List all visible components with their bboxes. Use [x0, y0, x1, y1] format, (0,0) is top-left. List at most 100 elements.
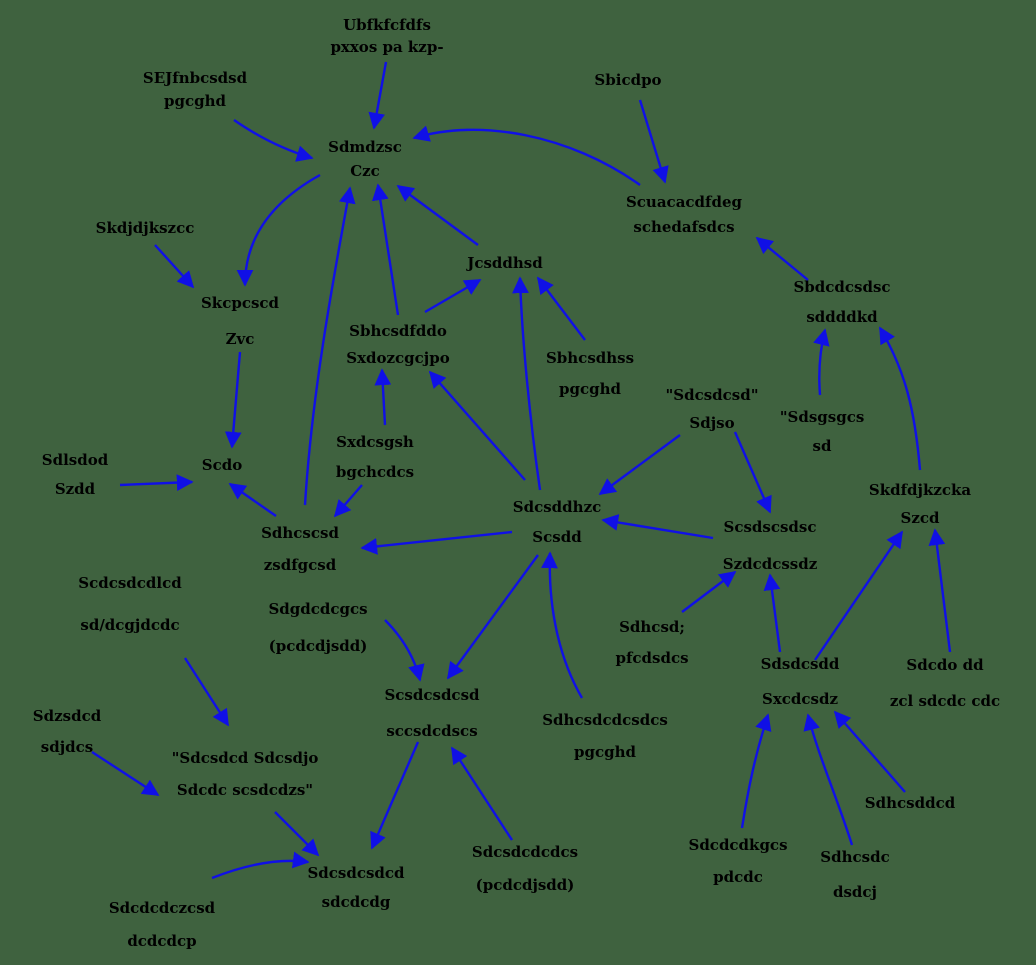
node-n22-line1: Sdsdcsdd — [761, 655, 840, 673]
node-n33-line2: dcdcdcp — [127, 932, 196, 950]
arrow-edge — [450, 746, 514, 841]
node-n25-line2: sccsdcdscs — [386, 722, 477, 740]
node-n05-line2: schedafsdcs — [633, 218, 734, 236]
arrow-edge — [813, 328, 830, 396]
arrow-edge — [681, 570, 737, 613]
arrow-edge — [183, 657, 230, 727]
arrow-edge — [224, 351, 242, 449]
node-n24-line2: (pcdcdjsdd) — [269, 637, 368, 655]
node-n11-line2: pgcghd — [559, 380, 622, 398]
arrow-edge — [333, 484, 363, 518]
node-n03-line1: Sdmdzsc — [328, 138, 402, 156]
arrow-edge — [424, 278, 482, 314]
node-n15-line1: "Sdcsdcsd" — [665, 386, 758, 404]
arrow-edge — [598, 434, 681, 495]
node-n31-line1: "Sdcsdcd Sdcsdjo — [172, 749, 319, 767]
arrow-edge — [374, 368, 392, 426]
arrow-edge — [803, 713, 854, 846]
node-n15-line2: Sdjso — [689, 414, 734, 432]
node-n33-line1: Sdcdcdczcsd — [109, 899, 216, 917]
arrow-edge — [370, 741, 420, 850]
arrow-edge — [541, 551, 584, 699]
node-n13-line1: Scdo — [202, 456, 242, 474]
node-n01-line1: Ubfkfcfdfs — [343, 16, 431, 34]
node-n31-line2: Sdcdc scsdcdzs" — [177, 781, 313, 799]
node-n28-line2: sdjdcs — [41, 738, 93, 756]
node-n19-line2: zsdfgcsd — [264, 556, 337, 574]
node-n35-line2: dsdcj — [833, 883, 877, 901]
arrow-edge — [763, 573, 782, 653]
arrow-edge — [412, 125, 641, 186]
arrow-edge — [512, 276, 542, 491]
arrow-edge — [878, 326, 922, 471]
node-n19-line1: Sdhcscsd — [261, 524, 339, 542]
arrow-edge — [211, 851, 310, 880]
node-n03-line2: Czc — [350, 162, 380, 180]
node-n20-line2: Szdcdcssdz — [723, 555, 818, 573]
arrow-edge — [154, 244, 195, 289]
arrow-edge — [274, 811, 320, 857]
node-n26-line2: pgcghd — [574, 743, 637, 761]
node-n02-line1: SEJfnbcsdsd — [143, 69, 248, 87]
node-n23-line1: Scdcsdcdlcd — [78, 574, 182, 592]
node-n14-line2: bgchcdcs — [336, 463, 414, 481]
arrow-edge — [638, 99, 669, 184]
arrow-edge — [371, 183, 400, 316]
arrow-edge — [368, 61, 388, 130]
arrow-edge — [601, 514, 714, 540]
arrow-edges — [91, 61, 952, 880]
node-n07-line2: Zvc — [226, 330, 255, 348]
arrow-edge — [733, 431, 772, 514]
node-n01-line2: pxxos pa kzp- — [330, 38, 443, 56]
node-n34-line2: pdcdc — [713, 868, 763, 886]
node-n27-line2: zcl sdcdc cdc — [890, 692, 1000, 710]
node-n22-line2: Sxcdcsdz — [762, 690, 838, 708]
node-n30-line1: Sdcsdcdcdcs — [472, 843, 578, 861]
arrow-edge — [236, 173, 321, 287]
arrow-edge — [396, 185, 479, 246]
node-labels: Ubfkfcfdfs pxxos pa kzp- SEJfnbcsdsd pgc… — [33, 16, 1000, 950]
node-n32-line2: sdcdcdg — [322, 893, 391, 911]
node-n21-line1: Sdhcsd; — [619, 618, 685, 636]
node-n04-line1: Sbicdpo — [594, 71, 661, 89]
node-n18-line2: Scsdd — [532, 528, 582, 546]
node-n12-line1: Sdlsdod — [42, 451, 109, 469]
node-n16-line1: "Sdsgsgcs — [780, 408, 865, 426]
arrow-edge — [447, 554, 539, 680]
node-n24-line1: Sdgdcdcgcs — [268, 600, 367, 618]
arrow-edge — [833, 710, 906, 793]
node-n26-line1: Sdhcsdcdcsdcs — [542, 711, 668, 729]
arrow-edge — [233, 119, 314, 162]
node-n30-line2: (pcdcdjsdd) — [476, 876, 575, 894]
arrow-edge — [755, 236, 809, 281]
node-n10-line1: Sbdcdcsdsc — [793, 278, 890, 296]
node-n29-line1: Sdhcsddcd — [865, 794, 956, 812]
node-n07-line1: Skcpcscd — [201, 294, 280, 312]
arrow-edge — [536, 276, 586, 341]
node-n21-line2: pfcdsdcs — [615, 649, 688, 667]
node-n16-line2: sd — [813, 437, 832, 455]
node-n32-line1: Sdcsdcsdcd — [307, 864, 405, 882]
node-n11-line1: Sbhcsdhss — [546, 349, 634, 367]
arrow-edge — [428, 370, 526, 481]
node-n25-line1: Scsdcsdcsd — [384, 686, 480, 704]
node-n23-line2: sd/dcgjdcdc — [80, 616, 179, 634]
node-n17-line1: Skdfdjkzcka — [869, 481, 972, 499]
node-n20-line1: Scsdscsdsc — [724, 518, 817, 536]
node-n34-line1: Sdcdcdkgcs — [688, 836, 787, 854]
arrow-edge — [360, 530, 513, 555]
node-n05-line1: Scuacacdfdeg — [626, 193, 743, 211]
arrow-edge — [814, 530, 903, 661]
node-n10-line2: sddddkd — [806, 308, 878, 326]
arrow-edge — [740, 713, 772, 829]
node-n17-line2: Szcd — [901, 509, 940, 527]
node-n14-line1: Sxdcsgsh — [336, 433, 414, 451]
arrow-edge — [228, 483, 277, 517]
node-n09-line2: Sxdozcgcjpo — [346, 349, 449, 367]
arrow-edge — [119, 474, 194, 492]
arrow-edge — [91, 750, 160, 797]
arrow-edge — [384, 619, 425, 682]
node-n02-line2: pgcghd — [164, 92, 227, 110]
node-n12-line2: Szdd — [55, 480, 96, 498]
